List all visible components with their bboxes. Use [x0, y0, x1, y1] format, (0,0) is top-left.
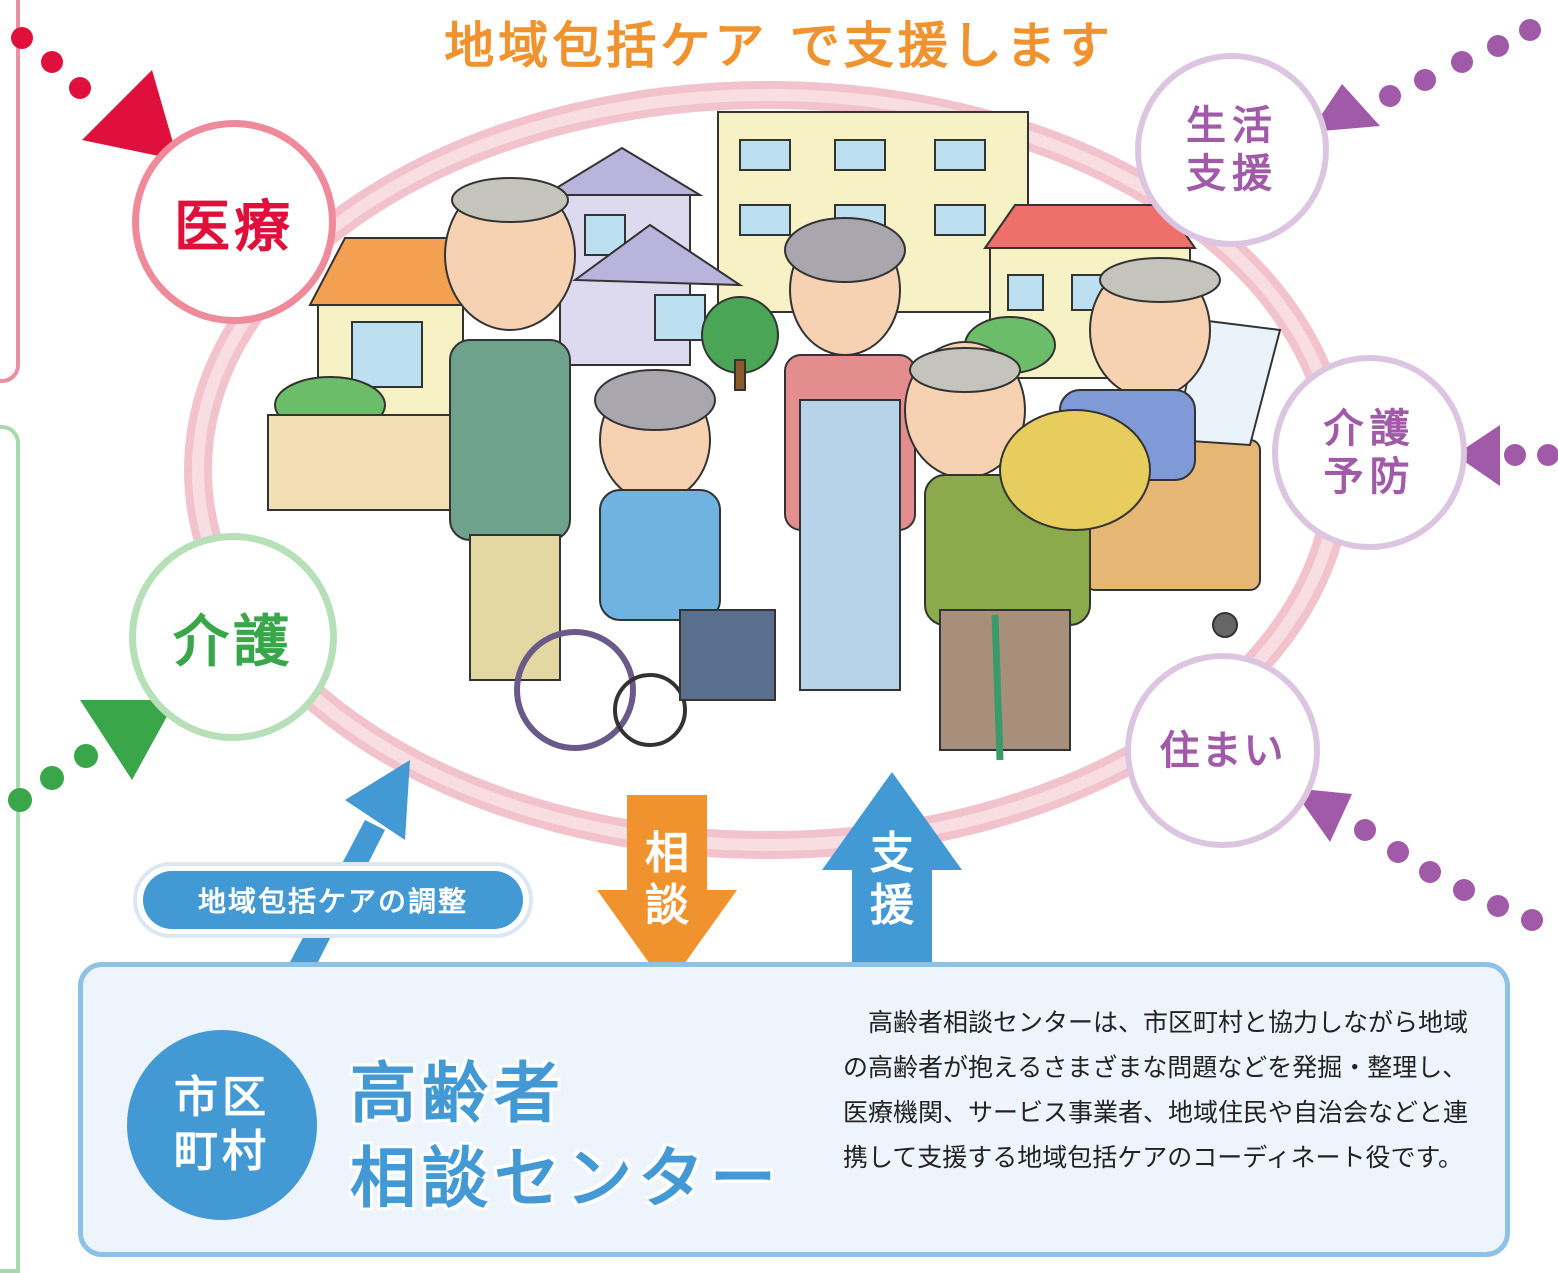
node-medical: 医療: [132, 120, 336, 324]
node-prevention-line2: 予防: [1323, 453, 1416, 500]
node-prevention: 介護 予防: [1272, 355, 1467, 550]
coordination-label: 地域包括ケアの調整: [143, 871, 523, 929]
consult-label: 相 談: [627, 828, 707, 932]
connector-care: [8, 700, 176, 812]
support-arrow: [822, 772, 962, 963]
municipality-badge: 市区 町村: [127, 1030, 317, 1220]
connector-prevention: [1455, 425, 1558, 486]
center-description: 高齢者相談センターは、市区町村と協力しながら地域の高齢者が抱えるさまざまな問題な…: [843, 1008, 1469, 1172]
consult-label-1: 相: [645, 828, 689, 879]
connector-housing: [1292, 788, 1543, 931]
municipality-line2: 町村: [174, 1126, 270, 1177]
support-label-2: 援: [870, 880, 914, 931]
support-label: 支 援: [852, 828, 932, 932]
consult-label-2: 談: [645, 880, 689, 931]
node-care: 介護: [129, 533, 337, 741]
node-housing: 住まい: [1125, 653, 1320, 848]
consult-arrow: [597, 795, 737, 988]
connector-medical: [11, 27, 178, 160]
node-medical-label: 医療: [174, 194, 294, 260]
center-name-line1: 高齢者: [350, 1055, 566, 1132]
node-life-support-line2: 支援: [1186, 151, 1278, 197]
coordination-badge: 地域包括ケアの調整: [133, 862, 533, 938]
node-life-support: 生活 支援: [1135, 53, 1329, 247]
consultation-center-panel: [78, 962, 1510, 1257]
support-label-1: 支: [870, 828, 914, 879]
node-prevention-line1: 介護: [1323, 405, 1416, 452]
node-housing-label: 住まい: [1159, 727, 1286, 774]
node-life-support-line1: 生活: [1186, 103, 1278, 149]
municipality-line1: 市区: [174, 1072, 270, 1123]
left-panel-medical: [0, 0, 20, 383]
node-care-label: 介護: [173, 609, 293, 675]
page-title: 地域包括ケア で支援します: [444, 17, 1114, 75]
center-name-line2: 相談センター: [350, 1140, 782, 1217]
connector-life-support: [1310, 19, 1541, 132]
illustration-elderly-residents: [267, 111, 1282, 761]
